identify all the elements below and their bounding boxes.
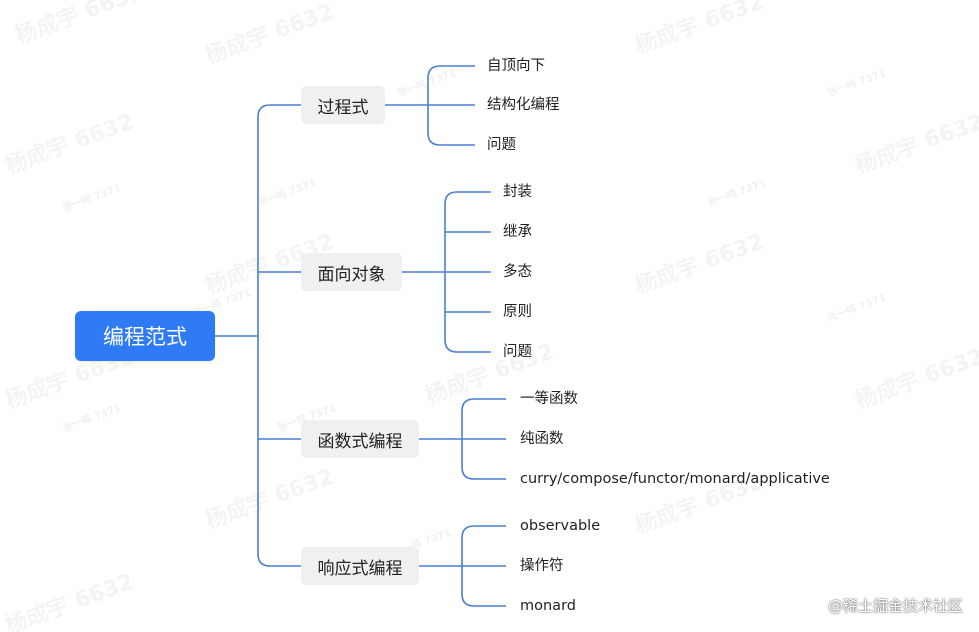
leaf-node[interactable]: 原则: [503, 304, 532, 320]
root-label: 编程范式: [103, 325, 187, 349]
leaf-node[interactable]: observable: [520, 518, 601, 534]
leaf-node[interactable]: 问题: [487, 137, 516, 153]
leaf-connector: [444, 339, 491, 353]
leaf-node[interactable]: curry/compose/functor/monard/applicative: [520, 471, 830, 487]
branch-connector: [257, 553, 301, 567]
leaf-connector: [461, 525, 506, 539]
leaf-node[interactable]: 继承: [503, 224, 532, 240]
leaf-node[interactable]: 封装: [503, 184, 532, 200]
leaf-node[interactable]: 操作符: [520, 558, 564, 574]
leaf-connector: [461, 398, 506, 412]
branch-label: 函数式编程: [317, 431, 403, 452]
source-credit: @稀土掘金技术社区: [827, 597, 963, 615]
leaf-node[interactable]: monard: [520, 598, 576, 614]
branch-label: 面向对象: [317, 264, 386, 285]
leaf-connector: [444, 191, 491, 205]
leaf-node[interactable]: 问题: [503, 344, 532, 360]
leaf-connector: [461, 466, 506, 480]
leaf-node[interactable]: 一等函数: [520, 391, 578, 407]
leaf-connector: [427, 132, 475, 146]
branch-node-object-oriented[interactable]: 面向对象: [301, 253, 402, 291]
leaf-connector: [461, 593, 506, 607]
leaf-connector: [427, 65, 475, 79]
branch-connector: [257, 104, 301, 118]
branch-node-procedural[interactable]: 过程式: [301, 86, 385, 124]
leaf-node[interactable]: 自顶向下: [487, 58, 545, 74]
root-node[interactable]: 编程范式: [75, 311, 215, 361]
branch-label: 响应式编程: [317, 558, 403, 579]
leaf-node[interactable]: 多态: [503, 264, 532, 280]
leaf-node[interactable]: 纯函数: [520, 431, 564, 447]
branch-node-reactive[interactable]: 响应式编程: [301, 547, 419, 585]
branch-label: 过程式: [317, 97, 369, 118]
leaf-node[interactable]: 结构化编程: [487, 97, 560, 113]
branch-node-functional[interactable]: 函数式编程: [301, 420, 419, 458]
